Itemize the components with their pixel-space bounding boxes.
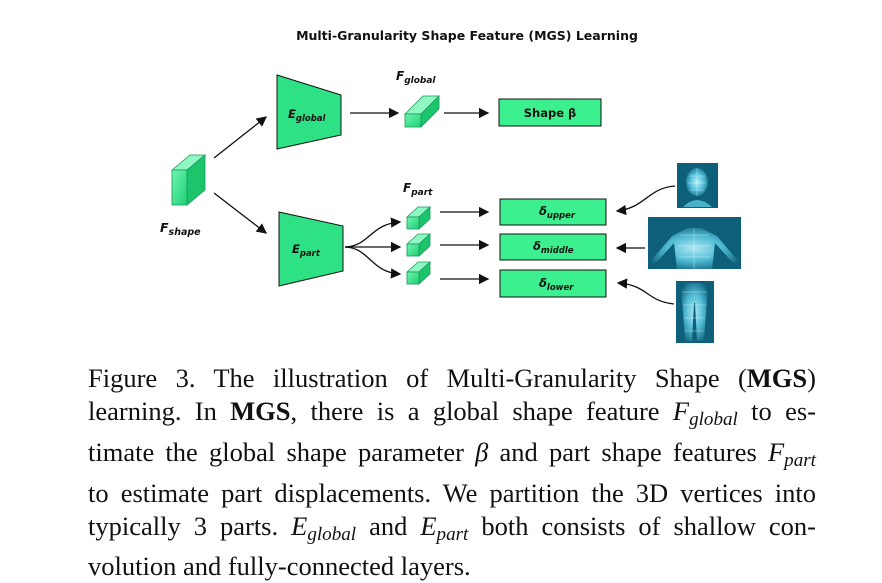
legs-mesh-image [676,281,714,343]
f-part-block-lower [405,261,432,285]
e-part-encoder [278,211,344,287]
caption-line-2: learning. In MGS, there is a global shap… [88,396,816,430]
body-mesh-image [648,217,741,269]
arrow-e-part-to-lower [344,246,402,279]
caption-line-4: to estimate part displacements. We parti… [88,477,816,508]
head-mesh-image [677,163,718,208]
arrow-to-e-part [213,192,268,234]
shape-beta-box [498,98,602,127]
arrow-legs-mesh-to-lower [616,278,675,305]
caption-line-3: timate the global shape parameter β and … [88,436,816,471]
e-part-label: Epart [292,242,321,259]
arrow-to-e-global [213,116,268,159]
delta-upper-box [499,198,607,226]
caption-line-5: typically 3 parts. Eglobal and Epart bot… [88,510,816,545]
caption-line-1: Figure 3. The illustration of Multi-Gran… [88,363,816,393]
f-shape-block [170,154,207,206]
arrow-e-part-to-upper [344,217,402,248]
f-part-block-upper [405,206,432,230]
figure-title: Multi-Granularity Shape Feature (MGS) Le… [296,28,638,43]
delta-lower-box [499,269,607,298]
mgs-diagram: Multi-Granularity Shape Feature (MGS) Le… [160,28,741,343]
f-part-block-middle [405,233,432,257]
f-shape-label: Fshape [160,220,201,238]
figure-caption: Figure 3. The illustration of Multi-Gran… [88,362,816,583]
delta-middle-label: δmiddle [533,239,574,256]
e-global-encoder [276,74,342,150]
delta-upper-label: δupper [539,204,576,221]
arrow-head-mesh-to-upper [615,185,676,216]
e-global-label: Eglobal [288,107,327,124]
f-part-label: Fpart [403,181,433,198]
delta-middle-box [499,233,607,261]
shape-beta-label: Shape β [524,106,577,120]
delta-lower-label: δlower [539,276,574,293]
f-global-block [404,95,440,128]
f-global-label: Fglobal [396,69,436,86]
